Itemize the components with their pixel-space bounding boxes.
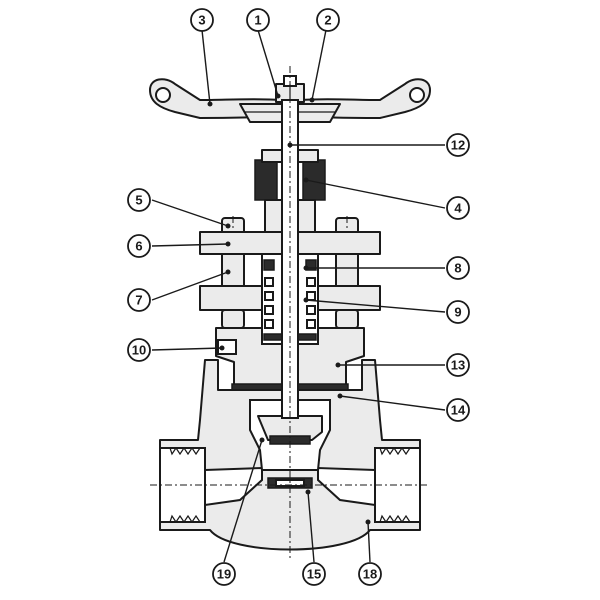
callout-10-label: 10 bbox=[132, 343, 146, 358]
leader-lines bbox=[151, 29, 446, 563]
callout-5-label: 5 bbox=[135, 193, 142, 208]
handwheel-left-hole bbox=[155, 87, 171, 103]
callout-9-label: 9 bbox=[454, 305, 461, 320]
callout-13-label: 13 bbox=[451, 358, 465, 373]
callout-14: 14 bbox=[446, 398, 470, 422]
callout-7: 7 bbox=[127, 288, 151, 312]
bonnet-left-notch bbox=[217, 339, 237, 355]
callout-6-label: 6 bbox=[135, 239, 142, 254]
callout-6: 6 bbox=[127, 234, 151, 258]
callout-4-label: 4 bbox=[454, 201, 462, 216]
handwheel-right-hole bbox=[409, 87, 425, 103]
stem bbox=[281, 66, 299, 560]
callout-1-label: 1 bbox=[254, 13, 261, 28]
callout-1: 1 bbox=[246, 8, 270, 32]
callout-3: 3 bbox=[190, 8, 214, 32]
callout-15: 15 bbox=[302, 562, 326, 586]
callout-2: 2 bbox=[316, 8, 340, 32]
callout-10: 10 bbox=[127, 338, 151, 362]
callout-12: 12 bbox=[446, 133, 470, 157]
callout-15-label: 15 bbox=[307, 567, 321, 582]
callout-19: 19 bbox=[212, 562, 236, 586]
callout-8: 8 bbox=[446, 256, 470, 280]
callout-18: 18 bbox=[358, 562, 382, 586]
callout-12-label: 12 bbox=[451, 138, 465, 153]
callout-8-label: 8 bbox=[454, 261, 461, 276]
callout-7-label: 7 bbox=[135, 293, 142, 308]
callout-3-label: 3 bbox=[198, 13, 205, 28]
callout-14-label: 14 bbox=[451, 403, 466, 418]
callout-19-label: 19 bbox=[217, 567, 231, 582]
callout-18-label: 18 bbox=[363, 567, 377, 582]
callout-2-label: 2 bbox=[324, 13, 331, 28]
callout-4: 4 bbox=[446, 196, 470, 220]
callout-9: 9 bbox=[446, 300, 470, 324]
callout-5: 5 bbox=[127, 188, 151, 212]
callout-13: 13 bbox=[446, 353, 470, 377]
